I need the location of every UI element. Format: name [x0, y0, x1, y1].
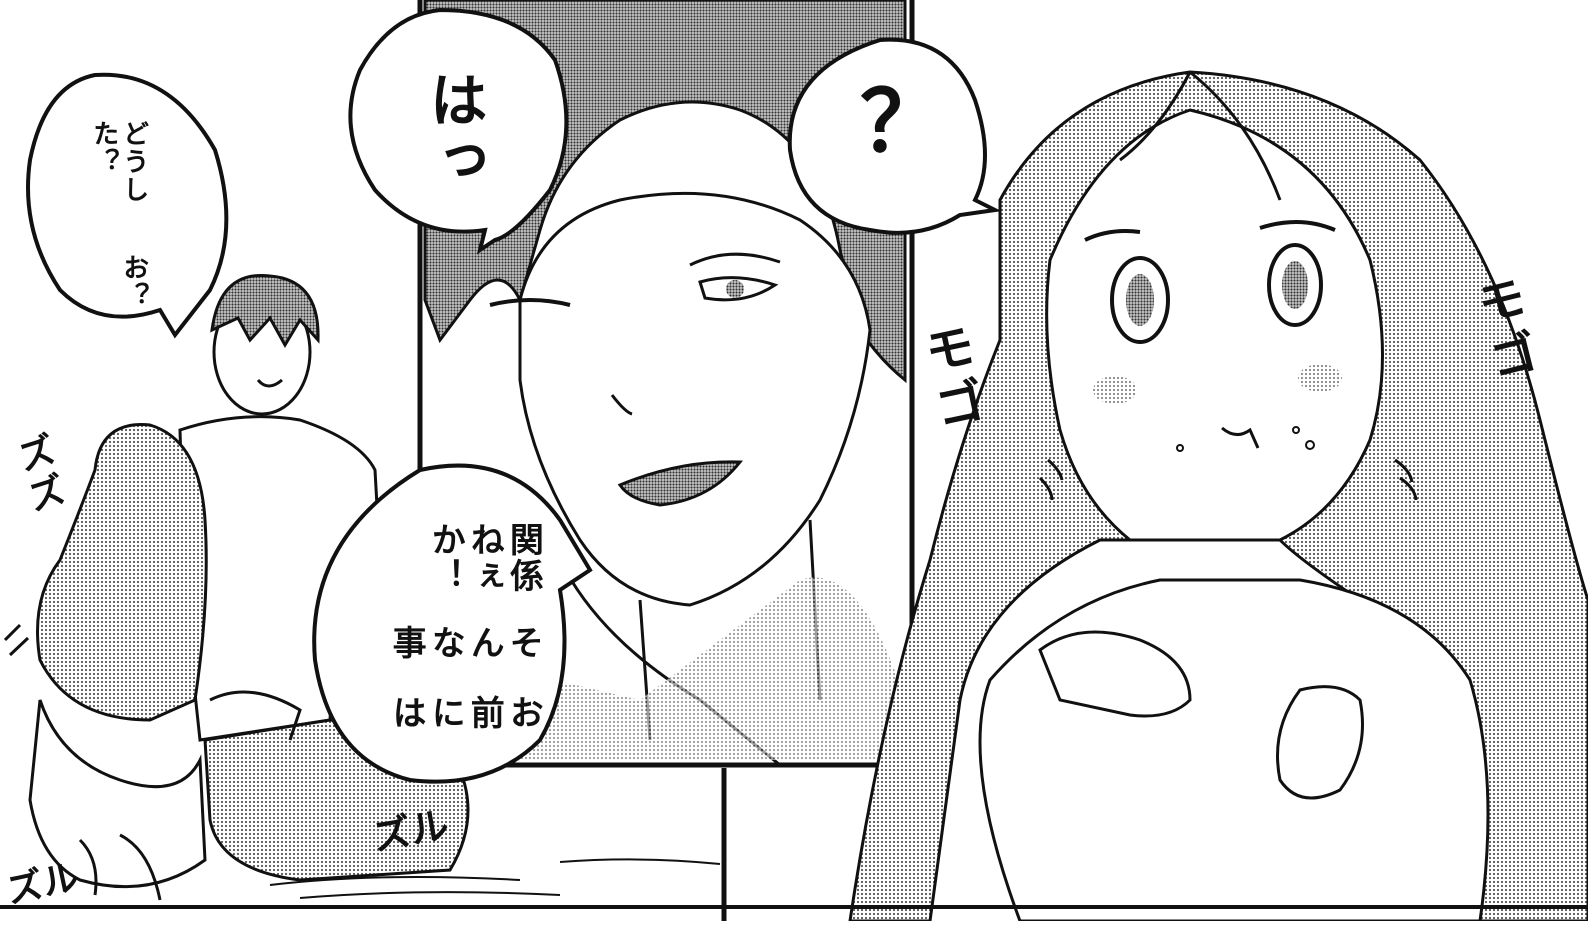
dialogue-line: そんな事 — [386, 625, 544, 662]
speech-bubbles — [26, 7, 1002, 784]
dialogue-line: お？ — [118, 254, 149, 310]
bubble-none-of-business — [312, 463, 593, 784]
dialogue-line: どうした？ — [88, 120, 149, 204]
dialogue-ha: はっ — [419, 70, 488, 190]
dialogue-line: 関係ねぇか！ — [425, 522, 544, 595]
bubble-ha — [348, 7, 569, 255]
bubble-question — [787, 37, 1002, 235]
left-panel — [3, 273, 721, 901]
right-panel — [848, 70, 1588, 923]
bubble-oh-what — [26, 72, 229, 339]
dialogue-question: ？ — [860, 72, 945, 171]
dialogue-oh-what: お？ どうした？ — [88, 120, 149, 310]
dialogue-none-of-business: お前には そんな事 関係ねぇか！ — [386, 522, 544, 762]
dialogue-line: お前には — [386, 694, 544, 731]
